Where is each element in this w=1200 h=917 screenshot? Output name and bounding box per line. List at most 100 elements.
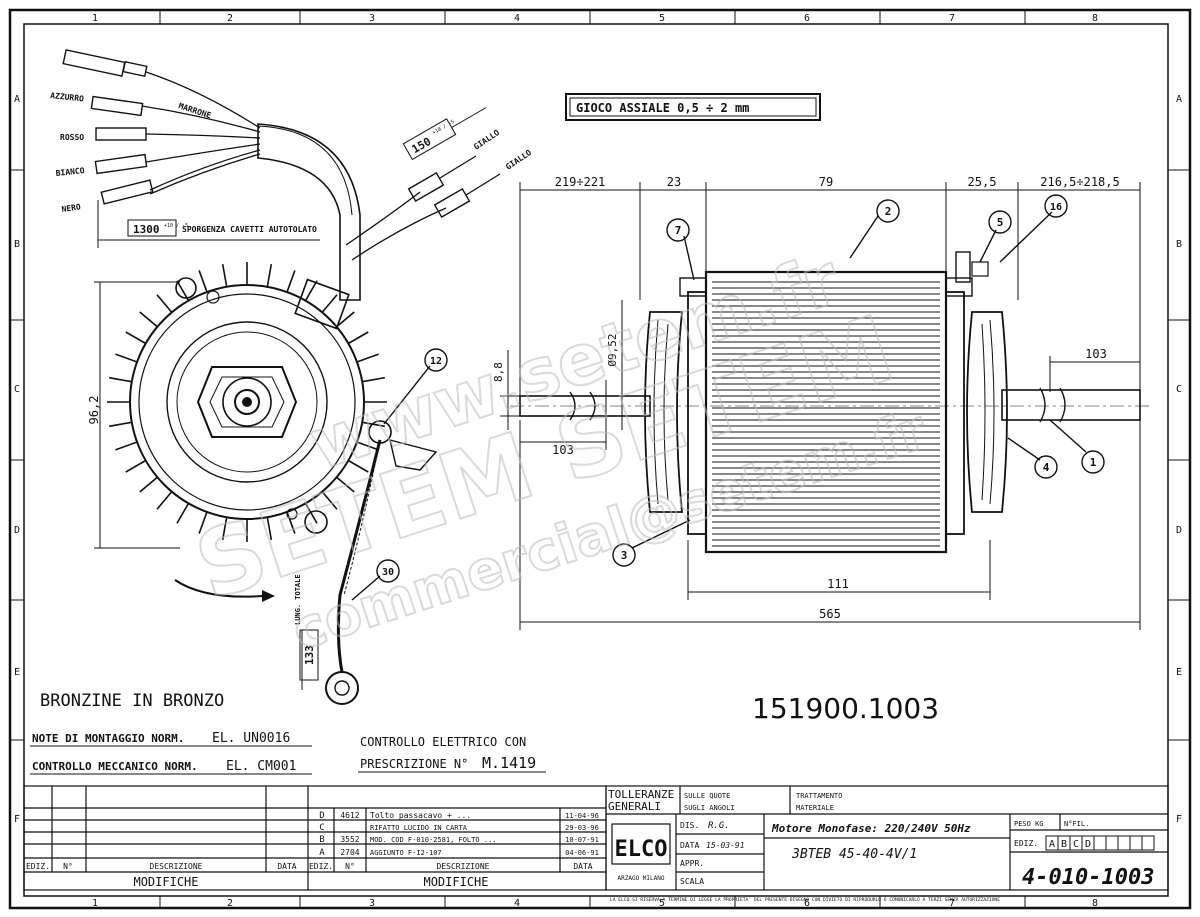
ediz-boxes xyxy=(1045,835,1155,851)
mod-row-a-date: 04-06-91 xyxy=(565,849,599,857)
scala-label: SCALA xyxy=(680,877,704,886)
elettrico-line-2: PRESCRIZIONE N° xyxy=(360,757,468,771)
cooling-fin xyxy=(286,511,296,534)
balloon-7: 7 xyxy=(675,224,682,237)
elco-logo: ELCO xyxy=(615,837,668,862)
grid-right-f: F xyxy=(1176,814,1182,825)
grid-top-2: 2 xyxy=(227,13,233,24)
cooling-fin xyxy=(362,421,386,428)
trattamento-label: TRATTAMENTO xyxy=(796,792,842,800)
wire-label-azzurro: AZZURRO xyxy=(50,91,85,103)
balloon-16: 16 xyxy=(1050,202,1062,213)
grid-right-c: C xyxy=(1176,384,1182,395)
data-value: 15-03-91 xyxy=(706,841,745,850)
dimension-96-2 xyxy=(94,281,180,549)
cooling-fin xyxy=(336,476,355,493)
cooling-fin xyxy=(347,459,369,473)
gioco-assiale-box xyxy=(565,93,821,121)
cooling-fin xyxy=(266,517,273,541)
dimension-8-8: 8,8 xyxy=(492,362,505,382)
mod-row-c-desc: RIFATTO LUCIDO IN CARTA xyxy=(370,824,468,832)
ediz-label: EDIZ. xyxy=(1014,839,1038,848)
mod-row-a-desc: AGGIUNTO F-I2-107 xyxy=(370,849,442,857)
elco-logo-sub: ARZAGO MILANO xyxy=(618,875,665,882)
mod-row-a-ediz: A xyxy=(319,848,325,858)
cooling-fin xyxy=(139,311,158,328)
dimension-23: 23 xyxy=(667,175,681,189)
cooling-fin xyxy=(356,441,379,451)
data-label: DATA xyxy=(680,841,699,850)
grid-top-7: 7 xyxy=(949,13,955,24)
zone-ticks xyxy=(10,10,1190,908)
wire-label-giallo-2: GIALLO xyxy=(504,148,533,172)
cooling-fin xyxy=(304,280,318,302)
gioco-assiale-inner xyxy=(569,97,817,117)
grid-bottom-4: 4 xyxy=(514,898,520,909)
grid-left-e: E xyxy=(14,667,20,678)
nfil-label: N°FIL. xyxy=(1064,820,1089,828)
wire-label-nero: NERO xyxy=(61,202,82,214)
wire-label-marrone: MARRONE xyxy=(177,101,212,120)
cooling-fin xyxy=(139,476,158,493)
watermark: www.setem.fr SETEM SETEM commercial@sete… xyxy=(183,237,936,664)
description-line-1: Motore Monofase: 220/240V 50Hz xyxy=(771,822,971,835)
grid-bottom-2: 2 xyxy=(227,898,233,909)
lead-length-dimension xyxy=(97,200,320,248)
montaggio-code: EL. UN0016 xyxy=(212,731,290,746)
mod-row-b-date: 10-07-91 xyxy=(565,836,599,844)
tolleranze-label: TOLLERANZE xyxy=(608,788,674,801)
dimension-133-value: 133 xyxy=(303,645,316,665)
ediz-letter-b: B xyxy=(1061,839,1067,850)
mod-head-desc-left: DESCRIZIONE xyxy=(150,862,203,871)
generali-label: GENERALI xyxy=(608,800,661,813)
wire-harness xyxy=(62,49,501,301)
modifiche-title-right: MODIFICHE xyxy=(423,875,488,889)
gioco-assiale-text: GIOCO ASSIALE 0,5 ÷ 2 mm xyxy=(576,101,749,115)
grid-left-b: B xyxy=(14,239,20,250)
mod-head-ediz-right: EDIZ. xyxy=(309,862,333,871)
modifiche-title-left: MODIFICHE xyxy=(133,875,198,889)
ediz-letter-d: D xyxy=(1085,839,1091,850)
balloon-1: 1 xyxy=(1090,456,1097,469)
sugli-angoli-label: SUGLI ANGOLI xyxy=(684,804,735,812)
elettrico-code: M.1419 xyxy=(482,754,536,772)
grid-bottom-3: 3 xyxy=(369,898,375,909)
grid-bottom-6: 6 xyxy=(804,898,810,909)
dimension-103-right: 103 xyxy=(1085,347,1107,361)
description-line-2: 3BTEB 45-40-4V/1 xyxy=(791,847,917,862)
cooling-fin xyxy=(108,376,132,383)
cooling-fin xyxy=(286,270,296,293)
balloons xyxy=(376,194,1105,583)
mod-head-n-left: N° xyxy=(63,862,73,871)
grid-top-5: 5 xyxy=(659,13,665,24)
balloon-4: 4 xyxy=(1043,461,1050,474)
earth-wire-length-dimension xyxy=(299,629,319,690)
cooling-fin xyxy=(156,294,173,313)
mod-row-c-ediz: C xyxy=(319,823,324,833)
mod-head-desc-right: DESCRIZIONE xyxy=(437,862,490,871)
drawing-number: 4-010-1003 xyxy=(1022,865,1154,890)
dimension-79: 79 xyxy=(819,175,833,189)
cooling-fin xyxy=(356,353,379,363)
cooling-fin xyxy=(266,263,273,287)
mod-row-c-date: 29-03-96 xyxy=(565,824,599,832)
dimension-103-left: 103 xyxy=(552,443,574,457)
title-block xyxy=(605,785,1169,891)
grid-top-6: 6 xyxy=(804,13,810,24)
cooling-fin xyxy=(198,270,208,293)
ediz-letter-a: A xyxy=(1049,839,1055,850)
cooling-fin xyxy=(321,294,338,313)
outer-frame xyxy=(8,8,1192,910)
rotation-arrowhead xyxy=(262,590,275,602)
mod-row-d-date: 11-04-96 xyxy=(565,812,599,820)
balloon-30: 30 xyxy=(382,567,394,578)
side-view-dimensions xyxy=(500,182,1141,630)
cooling-fin xyxy=(115,441,138,451)
cooling-fin xyxy=(347,331,369,345)
grid-bottom-8: 8 xyxy=(1092,898,1098,909)
meccanico-code: EL. CM001 xyxy=(226,759,296,774)
grid-top-4: 4 xyxy=(514,13,520,24)
cooling-fin xyxy=(221,263,228,287)
cooling-fin xyxy=(108,421,132,428)
materiale-label: MATERIALE xyxy=(796,804,834,812)
